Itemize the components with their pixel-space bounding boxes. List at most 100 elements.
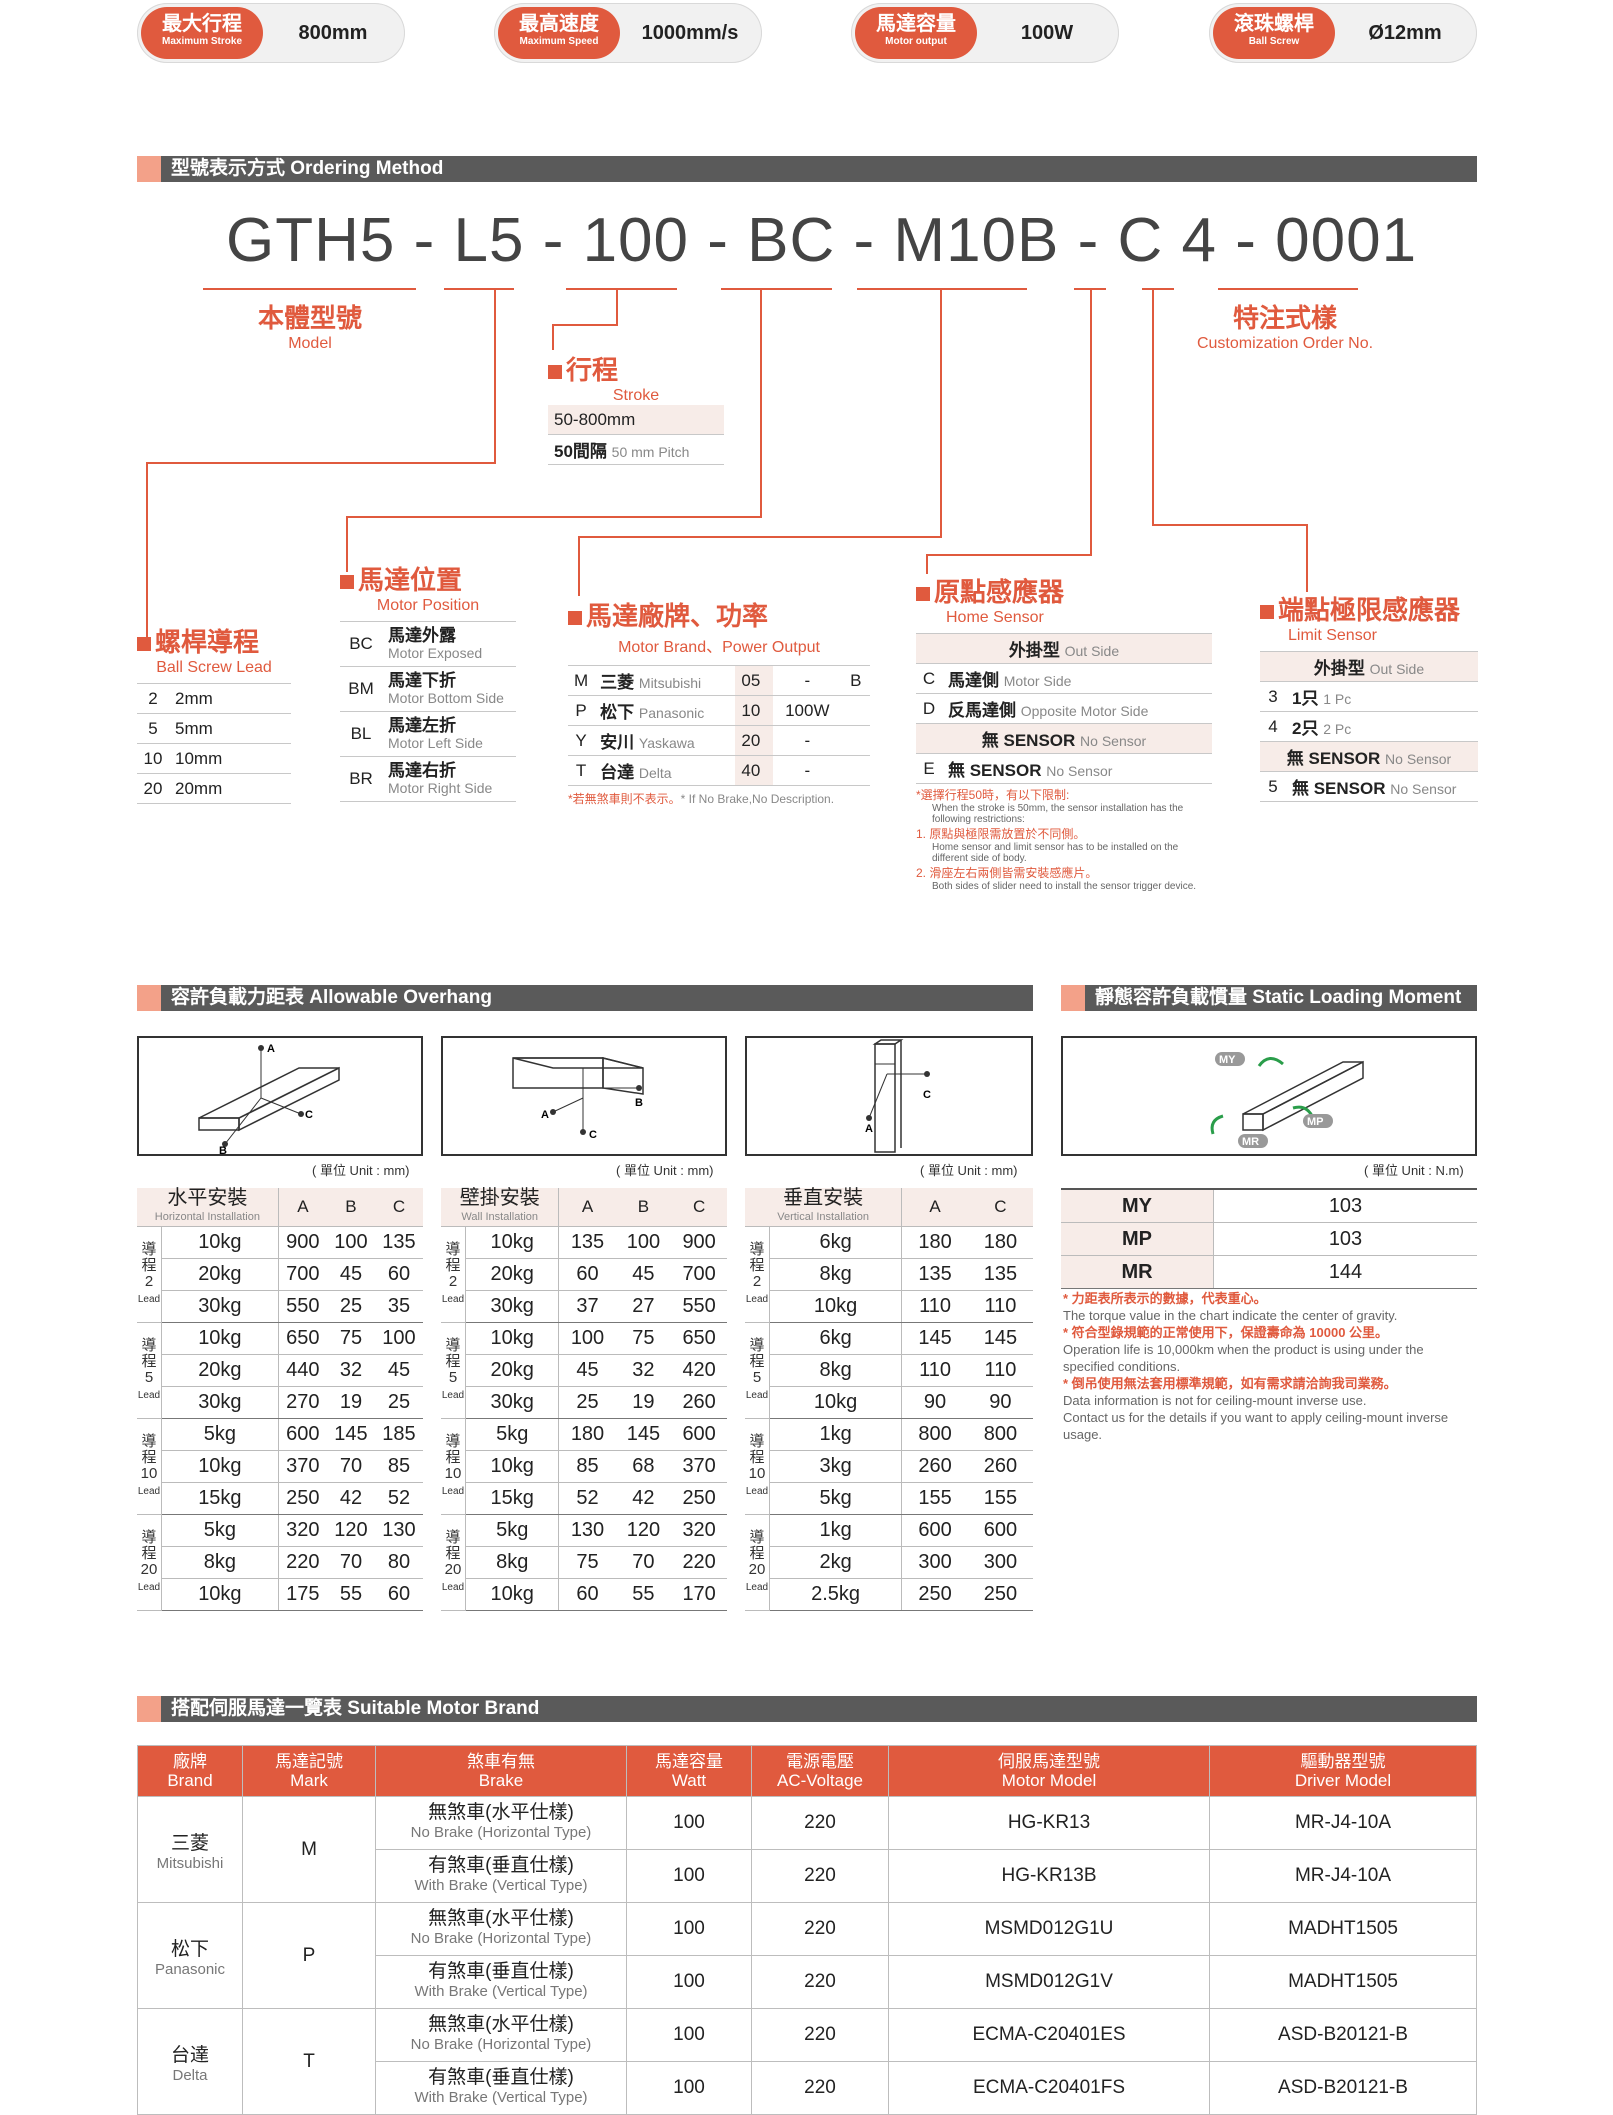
load-cell: 10kg [769, 1290, 903, 1323]
value-cell: 60 [558, 1578, 616, 1611]
value-cell: 370 [278, 1450, 327, 1483]
load-cell: 10kg [161, 1450, 279, 1483]
motor-d-cell: ASD-B20121-B [1209, 2061, 1477, 2115]
motor-m-cell: ECMA-C20401ES [888, 2008, 1210, 2062]
value-cell: 60 [374, 1258, 423, 1291]
value-cell: 75 [558, 1546, 616, 1579]
mark-cell: M [242, 1796, 376, 1903]
wall-install-diagram: B A C [441, 1036, 727, 1156]
load-cell: 20kg [465, 1258, 560, 1291]
connector-line [1090, 290, 1092, 556]
value-cell: 25 [374, 1386, 423, 1419]
motor-m-cell: ECMA-C20401FS [888, 2061, 1210, 2115]
connector-line [1218, 288, 1358, 290]
value-cell: 260 [901, 1450, 968, 1483]
stroke-block: 行程 Stroke 50-800mm 50間隔 50 mm Pitch [548, 350, 724, 465]
code-part-lead: L5 [453, 206, 525, 275]
brake-cell: 有煞車(垂直仕樣)With Brake (Vertical Type) [375, 1849, 627, 1903]
value-cell: 700 [278, 1258, 327, 1291]
moment-section-header: 靜態容許負載慣量 Static Loading Moment [1061, 985, 1477, 1011]
value-cell: 600 [671, 1418, 727, 1451]
value-cell: 650 [671, 1322, 727, 1355]
value-cell: 130 [558, 1514, 616, 1547]
svg-text:B: B [635, 1097, 643, 1109]
value-cell: 550 [671, 1290, 727, 1323]
load-cell: 1kg [769, 1418, 903, 1451]
ordering-section-header: 型號表示方式 Ordering Method [137, 156, 1477, 182]
spec-value: 1000mm/s [641, 22, 739, 44]
value-cell: 600 [967, 1514, 1033, 1547]
brake-cell: 有煞車(垂直仕樣)With Brake (Vertical Type) [375, 1955, 627, 2009]
connector-line [146, 462, 148, 640]
value-cell: 52 [558, 1482, 616, 1515]
value-cell: 120 [326, 1514, 375, 1547]
value-cell: 320 [278, 1514, 327, 1547]
connector-line [146, 462, 496, 464]
value-cell: 110 [967, 1290, 1033, 1323]
connector-line [578, 536, 942, 538]
value-cell: 90 [901, 1386, 968, 1419]
load-cell: 10kg [769, 1386, 903, 1419]
value-cell: 45 [615, 1258, 672, 1291]
connector-line [203, 288, 416, 290]
model-code: GTH5 - L5 - 100 - BC - M10B - C 4 - 0001 [226, 205, 1417, 276]
brake-cell: 無煞車(水平仕樣)No Brake (Horizontal Type) [375, 1796, 627, 1850]
load-cell: 30kg [161, 1386, 279, 1419]
motor-w-cell: 100 [626, 1849, 752, 1903]
value-cell: 52 [374, 1482, 423, 1515]
connector-line [857, 288, 1027, 290]
moment-notes: * 力距表所表示的數據，代表重心。 The torque value in th… [1063, 1291, 1449, 1442]
svg-text:MR: MR [1242, 1136, 1259, 1148]
connector-line [346, 516, 348, 572]
value-cell: 45 [374, 1354, 423, 1387]
svg-text:C: C [589, 1129, 597, 1141]
load-cell: 20kg [161, 1258, 279, 1291]
value-cell: 650 [278, 1322, 327, 1355]
value-cell: 100 [374, 1322, 423, 1355]
code-dash: - [707, 206, 729, 275]
connector-line [1074, 288, 1106, 290]
value-cell: 27 [615, 1290, 672, 1323]
value-cell: 110 [901, 1290, 968, 1323]
connector-line [444, 288, 514, 290]
code-part-position: BC [747, 206, 836, 275]
value-cell: 68 [615, 1450, 672, 1483]
value-cell: 145 [326, 1418, 375, 1451]
motor-v-cell: 220 [751, 1955, 889, 2009]
unit-label: ( 單位 Unit : mm) [920, 1163, 1018, 1178]
load-cell: 8kg [769, 1258, 903, 1291]
value-cell: 420 [671, 1354, 727, 1387]
motor-w-cell: 100 [626, 2061, 752, 2115]
connector-line [1306, 524, 1308, 592]
value-cell: 135 [374, 1226, 423, 1259]
value-cell: 440 [278, 1354, 327, 1387]
